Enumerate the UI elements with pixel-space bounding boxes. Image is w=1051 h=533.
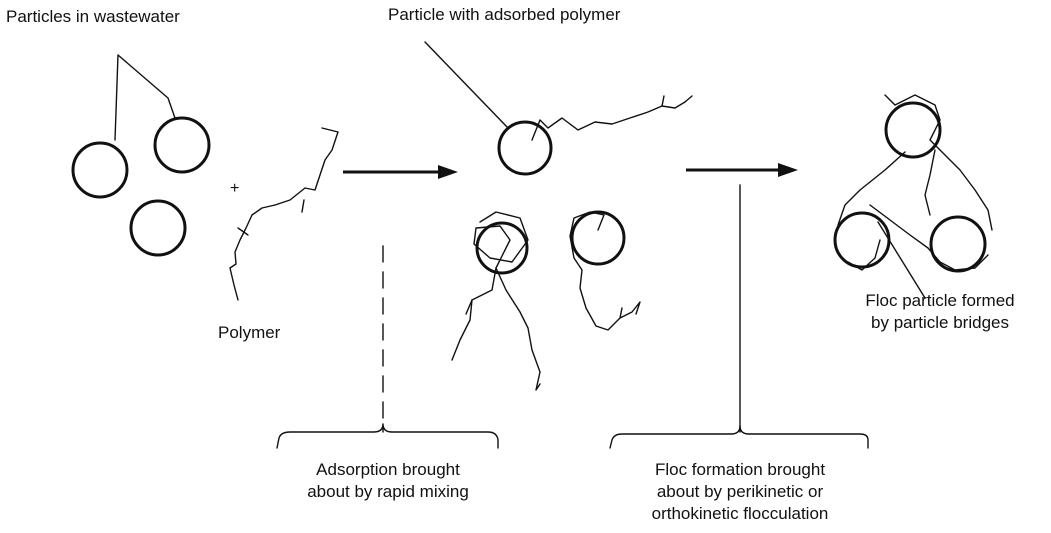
floc-particle [833, 211, 891, 269]
polymer-branch [237, 227, 249, 236]
bridging-polymer [924, 149, 936, 216]
polymer-chain [229, 127, 339, 301]
polymer-branch [465, 299, 473, 315]
label-adsorption: Adsorption brought about by rapid mixing [288, 459, 488, 503]
adsorbed-polymer-chain [495, 267, 541, 391]
adsorbed-polymer-chain [569, 211, 641, 331]
adsorbed-particle [497, 120, 553, 176]
label-floc-formation-line3: orthokinetic flocculation [651, 504, 829, 523]
brace-floc-formation [609, 425, 869, 449]
brace-adsorption [276, 423, 499, 449]
polymer-branch [684, 95, 693, 103]
bridging-polymer [869, 204, 989, 271]
arrow-flocculation [686, 163, 798, 177]
polymer-branch [301, 199, 305, 213]
leader-adsorbed-polymer [424, 41, 509, 129]
arrow-adsorption [343, 165, 458, 179]
leader-floc-particle [877, 221, 926, 299]
wastewater-particle [153, 116, 211, 174]
label-adsorption-line2: about by rapid mixing [307, 482, 469, 501]
label-particles-in-wastewater: Particles in wastewater [6, 7, 180, 26]
wastewater-particle [129, 199, 187, 257]
label-adsorption-line1: Adsorption brought [316, 460, 460, 479]
stage-particles [71, 54, 211, 257]
wastewater-particle [71, 141, 129, 199]
polymer-branch [661, 95, 665, 107]
label-polymer: Polymer [218, 323, 281, 342]
bridging-polymer [837, 151, 906, 226]
adsorbed-polymer-chain [451, 211, 529, 361]
stage-floc [833, 94, 993, 299]
label-floc-formation-line1: Floc formation brought [654, 460, 826, 479]
bridging-polymer [884, 94, 993, 231]
leader-particles [114, 54, 176, 141]
stage-adsorbed [424, 41, 693, 391]
polymer-branch [619, 307, 623, 319]
label-floc-formation: Floc formation brought about by perikine… [620, 459, 860, 525]
label-floc-particle: Floc particle formed by particle bridges [840, 290, 1040, 334]
label-floc-formation-line2: about by perikinetic or [656, 482, 824, 501]
floc-particle [884, 101, 942, 159]
plus-sign: + [230, 180, 240, 197]
label-floc-particle-line2: by particle bridges [871, 313, 1009, 332]
label-floc-particle-line1: Floc particle formed [865, 291, 1015, 310]
bridging-polymer [847, 239, 881, 271]
adsorbed-particle [475, 221, 529, 275]
adsorbed-particle [570, 210, 626, 266]
floc-particle [929, 215, 987, 273]
adsorbed-polymer-chain [531, 101, 686, 141]
label-particle-with-adsorbed-polymer: Particle with adsorbed polymer [388, 5, 621, 24]
